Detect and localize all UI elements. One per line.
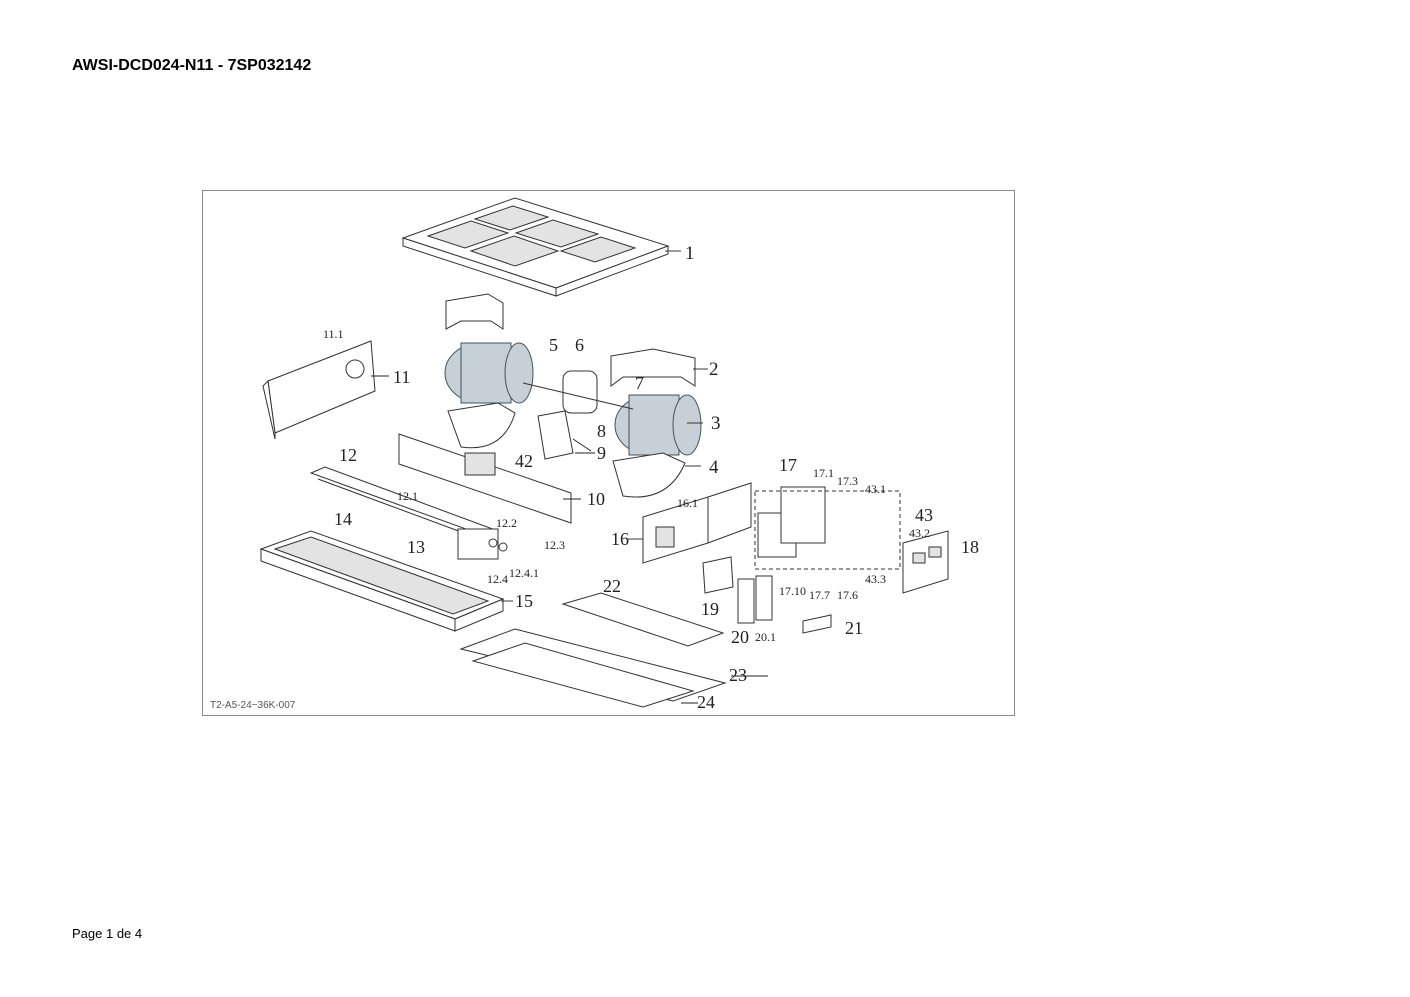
page-number: Page 1 de 4 <box>72 926 143 941</box>
callout-16: 16 <box>611 529 629 549</box>
side-plate-part <box>262 340 376 440</box>
callout-16-1: 16.1 <box>677 496 698 510</box>
callout-5: 5 <box>549 335 558 355</box>
callout-6: 6 <box>575 335 584 355</box>
callout-20: 20 <box>731 627 749 647</box>
callout-21: 21 <box>845 618 863 638</box>
callout-labels: 1 2 3 4 5 6 7 8 9 10 11 11.1 12 12.1 12.… <box>323 243 979 712</box>
callout-3: 3 <box>711 413 721 434</box>
callout-17-1: 17.1 <box>813 466 834 480</box>
fan-housing-bottom-part <box>447 402 686 498</box>
document-title: AWSI-DCD024-N11 - 7SP032142 <box>72 57 312 74</box>
callout-12-4: 12.4 <box>487 572 508 586</box>
exploded-view-drawing: 1 2 3 4 5 6 7 8 9 10 11 11.1 12 12.1 12.… <box>259 197 979 712</box>
callout-24: 24 <box>697 692 715 712</box>
callout-42: 42 <box>515 451 533 471</box>
motor-bracket-part <box>537 410 574 460</box>
callout-17-6: 17.6 <box>837 588 858 602</box>
drain-pan-part <box>259 530 505 632</box>
callout-43: 43 <box>915 505 933 525</box>
callout-23: 23 <box>729 665 747 685</box>
callout-17-10: 17.10 <box>779 584 806 598</box>
callout-12-1: 12.1 <box>397 489 418 503</box>
pipe-assembly-part <box>457 528 508 560</box>
bottom-panel-part <box>459 592 727 708</box>
callout-12-4-1: 12.4.1 <box>509 566 539 580</box>
figure-code: T2-A5-24~36K-007 <box>210 700 296 711</box>
motor-part <box>522 370 634 414</box>
callout-17-7: 17.7 <box>809 588 830 602</box>
callout-4: 4 <box>709 457 719 478</box>
callout-8: 8 <box>597 421 606 441</box>
callout-22: 22 <box>603 576 621 596</box>
callout-43-1: 43.1 <box>865 482 886 496</box>
electric-box-part <box>642 482 752 564</box>
callout-12-3: 12.3 <box>544 538 565 552</box>
small-components-part <box>702 556 832 634</box>
callout-14: 14 <box>334 509 352 529</box>
top-panel-part <box>401 197 670 297</box>
callout-19: 19 <box>701 599 719 619</box>
fan-housing-top-part <box>445 293 696 387</box>
callout-12-2: 12.2 <box>496 516 517 530</box>
callout-9: 9 <box>597 443 606 463</box>
callout-17-3: 17.3 <box>837 474 858 488</box>
middle-plate-part <box>398 433 572 524</box>
callout-15: 15 <box>515 591 533 611</box>
callout-18: 18 <box>961 537 979 557</box>
callout-43-3: 43.3 <box>865 572 886 586</box>
leader-lines <box>371 250 768 704</box>
callout-12: 12 <box>339 445 357 465</box>
callout-43-2: 43.2 <box>909 526 930 540</box>
callout-13: 13 <box>407 537 425 557</box>
callout-1: 1 <box>685 243 695 264</box>
callout-7: 7 <box>635 373 644 393</box>
callout-11-1: 11.1 <box>323 327 344 341</box>
callout-2: 2 <box>709 359 719 380</box>
exploded-view-diagram: 1 2 3 4 5 6 7 8 9 10 11 11.1 12 12.1 12.… <box>202 190 1015 716</box>
callout-17: 17 <box>779 455 797 475</box>
callout-20-1: 20.1 <box>755 630 776 644</box>
grille-part <box>902 530 949 594</box>
control-box-part <box>754 486 901 570</box>
callout-10: 10 <box>587 489 605 509</box>
callout-11: 11 <box>393 367 410 387</box>
